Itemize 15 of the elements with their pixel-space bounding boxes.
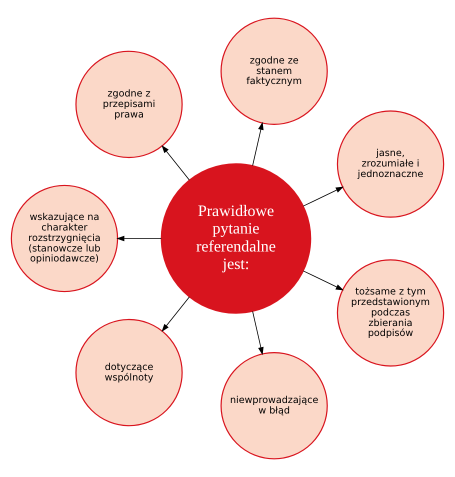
arrow — [116, 236, 162, 242]
node-circle: zgodne z przepisami prawa — [75, 50, 183, 158]
node-circle: Prawidłowe pytanie referendalne jest: — [160, 163, 312, 314]
arrow — [302, 270, 344, 290]
arrow — [252, 122, 264, 166]
arrow — [162, 145, 190, 180]
node-circle: niewprowadzające w błąd — [220, 352, 328, 460]
node-circle: zgodne ze stanem faktycznym — [220, 18, 328, 125]
node-circle: dotyczące wspólnoty — [75, 318, 183, 426]
arrow — [302, 186, 344, 206]
node-circle: tożsame z tym przedstawionym podczas zbierania podpisów — [336, 259, 444, 367]
arrow — [252, 310, 264, 356]
node-circle: wskazujące na charakter rozstrzygnięcia (stanowcze lub opiniodawcze) — [10, 184, 118, 292]
arrow — [162, 296, 190, 332]
node-circle: jasne, zrozumiałe i jednoznaczne — [336, 110, 444, 218]
